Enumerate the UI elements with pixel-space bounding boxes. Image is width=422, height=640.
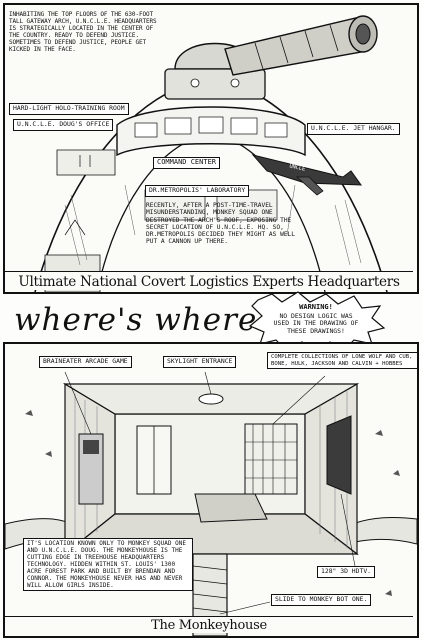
monkeyhouse-banner: The Monkeyhouse — [5, 616, 413, 633]
warning-body: No design logic was used in the drawing … — [273, 312, 359, 335]
label-doug-office: U.N.C.L.E. Doug's Office — [13, 119, 114, 131]
cannon-barrel — [224, 16, 368, 76]
label-jet-hangar: U.N.C.L.E. Jet Hangar. — [307, 123, 400, 135]
bookshelf — [244, 423, 298, 495]
roof-caption: Recently, after a post-time-travel misun… — [146, 202, 296, 246]
label-collections: Complete collections of Lone Wolf and Cu… — [267, 352, 417, 370]
arch-drawing — [34, 15, 388, 292]
label-arcade: Braineater Arcade Game — [39, 356, 132, 368]
label-laboratory: Dr.Metropolis' Laboratory — [145, 185, 250, 197]
label-slide: Slide to Monkey Bot One. — [271, 594, 372, 606]
monkeyhouse-panel: Braineater Arcade Game Skylight Entrance… — [3, 342, 419, 638]
wheres-where-title: where's where... — [14, 302, 290, 338]
hq-banner: Ultimate National Covert Logistics Exper… — [5, 271, 413, 290]
couch — [194, 493, 268, 523]
label-hdtv: 128" 3D HDTV. — [317, 566, 376, 578]
label-command-center: Command Center — [153, 157, 221, 169]
jet-plane — [251, 154, 362, 186]
intro-caption: Inhabiting the top floors of the 630-foo… — [9, 11, 157, 53]
skylight — [198, 393, 224, 405]
arch-hq-panel: Inhabiting the top floors of the 630-foo… — [3, 3, 419, 294]
treehouse-drawing — [5, 371, 417, 636]
monkeyhouse-caption: It's location known only to Monkey Squad… — [23, 538, 193, 591]
label-holo-room: Hard-light Holo-training room — [9, 103, 129, 115]
warning-heading: Warning! — [299, 303, 333, 311]
hdtv — [326, 415, 352, 495]
label-skylight: Skylight Entrance — [163, 356, 237, 368]
